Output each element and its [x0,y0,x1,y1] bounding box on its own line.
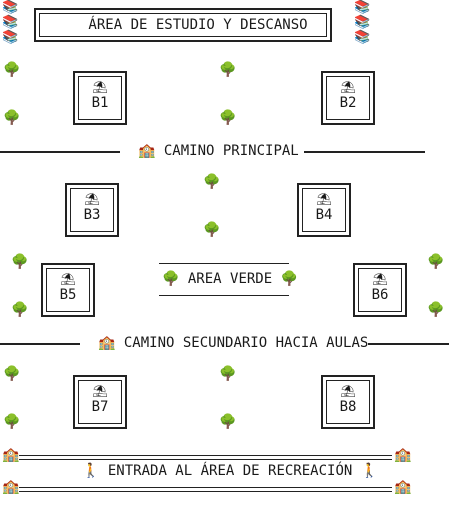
secondary-path-line-right [368,343,449,345]
tree-icon: 🌳 [203,222,221,238]
bench-b7[interactable]: ⛱ B7 [73,375,127,429]
entrance-line-top-1 [19,455,392,456]
tree-icon: 🌳 [203,174,221,190]
bench-b4[interactable]: ⛱ B4 [297,183,351,237]
tree-icon: 🌳 [3,110,21,126]
tree-icon: 🌳 [162,271,180,287]
entrance-line-bottom-2 [19,491,392,492]
bench-b3[interactable]: ⛱ B3 [65,183,119,237]
bench-label: B4 [315,207,333,223]
umbrella-icon: ⛱ [84,192,100,206]
bench-label: B2 [339,95,357,111]
umbrella-icon: ⛱ [60,272,76,286]
entrance-label: 🚶 ENTRADA AL ÁREA DE RECREACIÓN 🚶 [82,463,379,479]
umbrella-icon: ⛱ [92,384,108,398]
umbrella-icon: ⛱ [372,272,388,286]
bench-label: B1 [91,95,109,111]
tree-icon: 🌳 [3,414,21,430]
school-icon: 🏫 [138,143,156,159]
main-path-label: 🏫 CAMINO PRINCIPAL [138,143,299,159]
entrance-line-bottom-1 [19,487,392,488]
walker-icon: 🚶 [82,463,100,479]
tree-icon: 🌳 [280,271,299,287]
secondary-path-label: 🏫 CAMINO SECUNDARIO HACIA AULAS [98,335,369,351]
bench-b6[interactable]: ⛱ B6 [353,263,407,317]
secondary-path-text: CAMINO SECUNDARIO HACIA AULAS [123,335,369,351]
tree-icon: 🌳 [11,302,29,318]
tree-icon: 🌳 [11,254,29,270]
books-icon: 📚 [354,15,371,30]
tree-icon: 🌳 [219,62,237,78]
books-icon: 📚 [2,0,19,15]
walker-icon: 🚶 [360,463,379,479]
school-icon: 🏫 [394,479,412,495]
bench-label: B6 [371,287,389,303]
books-icon: 📚 [354,30,371,45]
bench-b2[interactable]: ⛱ B2 [321,71,375,125]
tree-icon: 🌳 [3,366,21,382]
bench-b5[interactable]: ⛱ B5 [41,263,95,317]
tree-icon: 🌳 [427,302,445,318]
green-area-top-line [159,263,289,264]
umbrella-icon: ⛱ [340,384,356,398]
books-icon: 📚 [2,15,19,30]
green-area-label: 🌳 AREA VERDE 🌳 [162,271,299,287]
books-icon-stack-left: 📚 📚 📚 [2,0,18,45]
entrance-line-top-2 [19,459,392,460]
bench-b8[interactable]: ⛱ B8 [321,375,375,429]
school-icon: 🏫 [2,447,20,463]
main-path-line-left [0,151,120,153]
bench-label: B3 [83,207,101,223]
main-path-line-right [304,151,425,153]
umbrella-icon: ⛱ [340,80,356,94]
bench-b1[interactable]: ⛱ B1 [73,71,127,125]
bench-label: B8 [339,399,357,415]
secondary-path-line-left [0,343,80,345]
books-icon-stack-right: 📚 📚 📚 [354,0,370,45]
green-area-text: AREA VERDE [187,271,273,287]
entrance-text: ENTRADA AL ÁREA DE RECREACIÓN [107,463,353,479]
school-icon: 🏫 [98,335,116,351]
school-icon: 🏫 [2,479,20,495]
umbrella-icon: ⛱ [316,192,332,206]
books-icon: 📚 [354,0,371,15]
umbrella-icon: ⛱ [92,80,108,94]
title-box: ÁREA DE ESTUDIO Y DESCANSO [34,8,332,42]
page-title: ÁREA DE ESTUDIO Y DESCANSO [88,17,308,33]
tree-icon: 🌳 [3,62,21,78]
tree-icon: 🌳 [219,366,237,382]
school-icon: 🏫 [394,447,412,463]
tree-icon: 🌳 [219,414,237,430]
bench-label: B7 [91,399,109,415]
green-area-bottom-line [159,295,289,296]
tree-icon: 🌳 [427,254,445,270]
bench-label: B5 [59,287,77,303]
books-icon: 📚 [2,30,19,45]
main-path-text: CAMINO PRINCIPAL [163,143,299,159]
tree-icon: 🌳 [219,110,237,126]
